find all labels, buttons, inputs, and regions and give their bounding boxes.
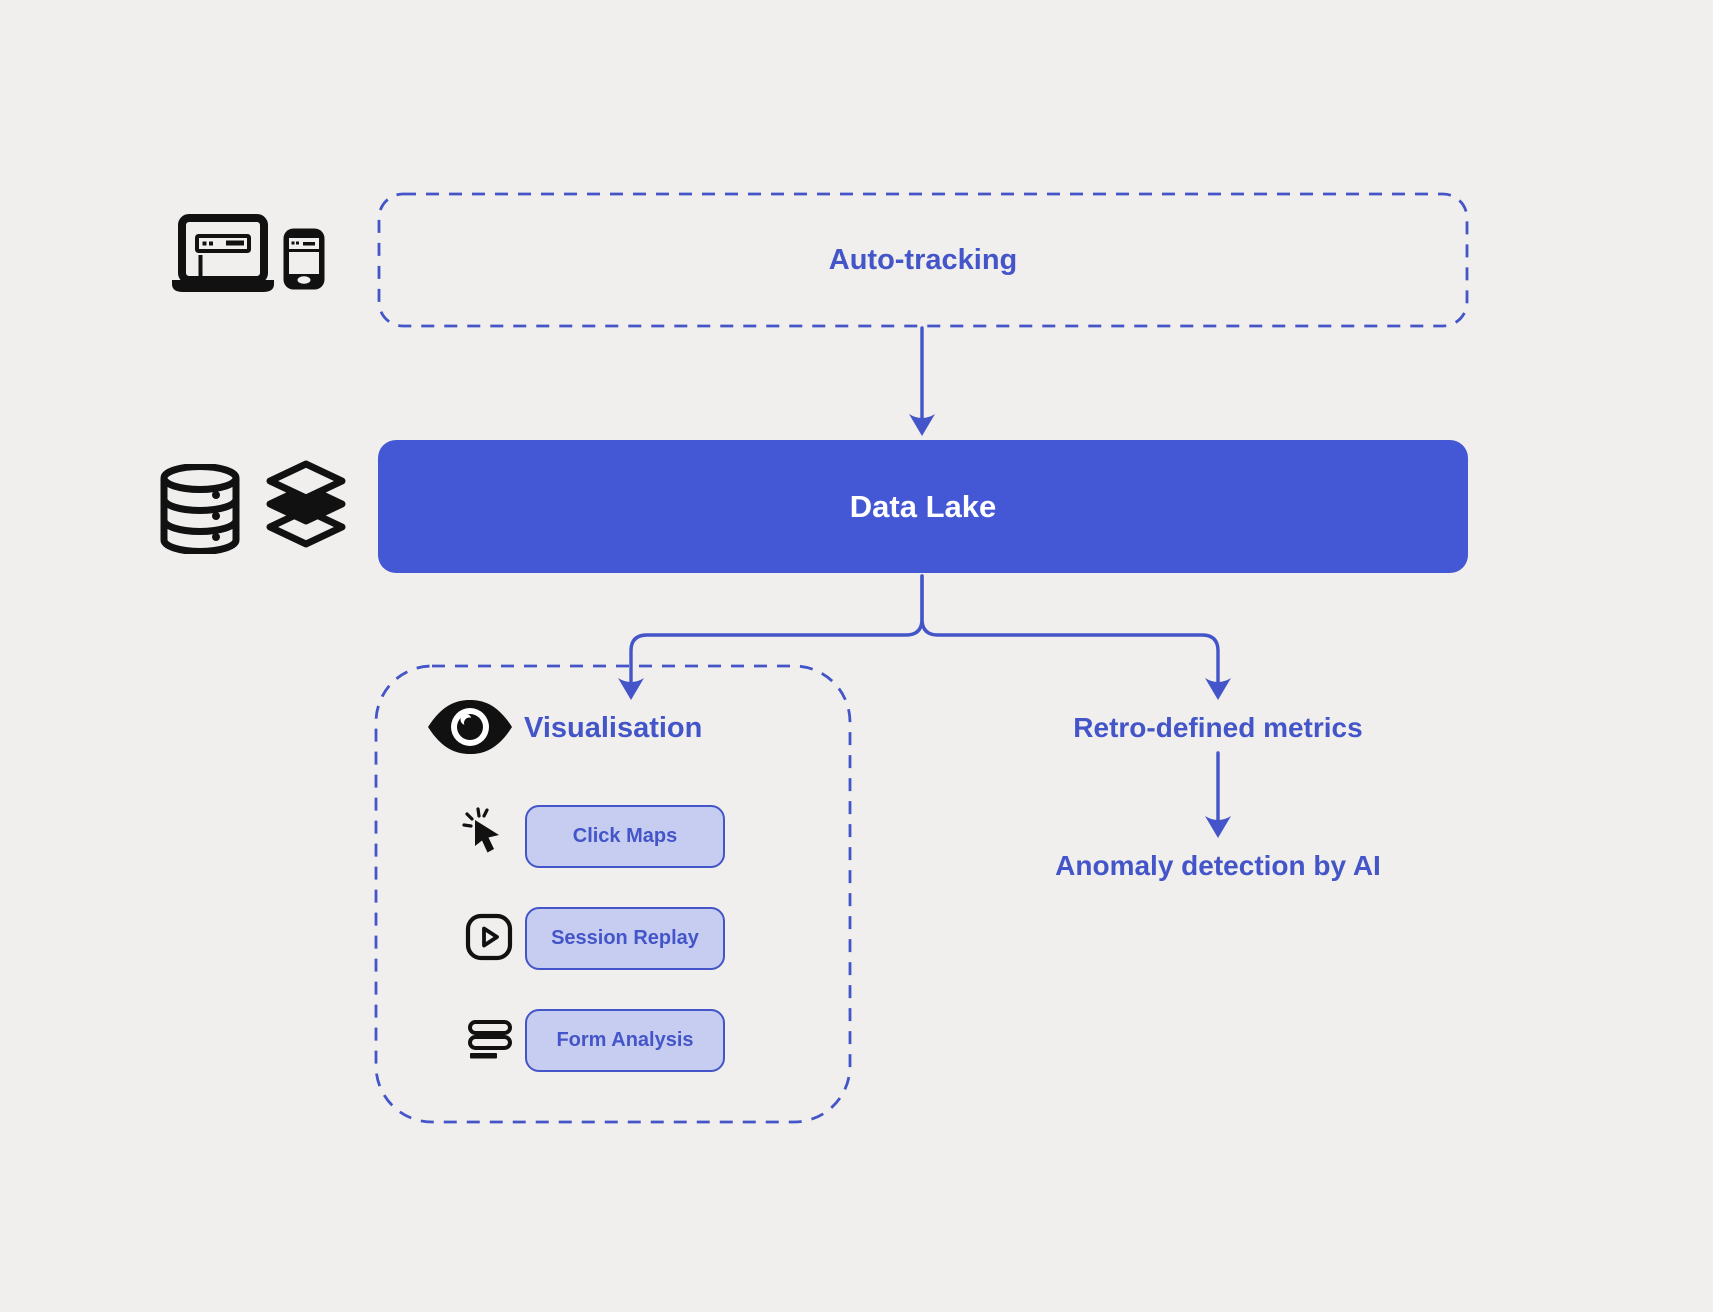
data-lake-label: Data Lake [849, 488, 997, 524]
eye-icon [428, 700, 512, 754]
data-lake-node: Data Lake [378, 440, 1468, 573]
auto-tracking-node: Auto-tracking [379, 194, 1467, 326]
auto-tracking-label: Auto-tracking [828, 243, 1018, 276]
form-analysis-label: Form Analysis [556, 1029, 694, 1051]
session-replay-label: Session Replay [551, 927, 699, 949]
retro-metrics-node: Retro-defined metrics [1018, 711, 1418, 745]
laptop-icon [172, 214, 274, 292]
cursor-click-icon [462, 807, 499, 853]
layers-icon [266, 460, 346, 548]
smartphone-icon [283, 228, 325, 290]
database-icon [160, 464, 240, 554]
form-rows-icon [468, 1020, 512, 1059]
click-maps-label: Click Maps [572, 825, 678, 847]
arrowhead-retro [1205, 678, 1231, 700]
branch-left-line [629, 574, 924, 686]
play-icon [465, 913, 513, 961]
session-replay-node: Session Replay [525, 907, 725, 970]
visualisation-label: Visualisation [524, 711, 703, 744]
arrowhead-auto-to-lake [909, 414, 935, 436]
visualisation-dashed-box [374, 664, 852, 1124]
form-analysis-node: Form Analysis [525, 1009, 725, 1072]
anomaly-detection-node: Anomaly detection by AI [998, 849, 1438, 883]
branch-right-line [920, 574, 1220, 686]
click-maps-node: Click Maps [525, 805, 725, 868]
anomaly-detection-label: Anomaly detection by AI [1055, 850, 1381, 881]
arrowhead-anomaly [1205, 816, 1231, 838]
visualisation-heading: Visualisation [524, 709, 784, 747]
retro-metrics-label: Retro-defined metrics [1073, 712, 1363, 743]
arrowhead-visualisation [618, 678, 644, 700]
